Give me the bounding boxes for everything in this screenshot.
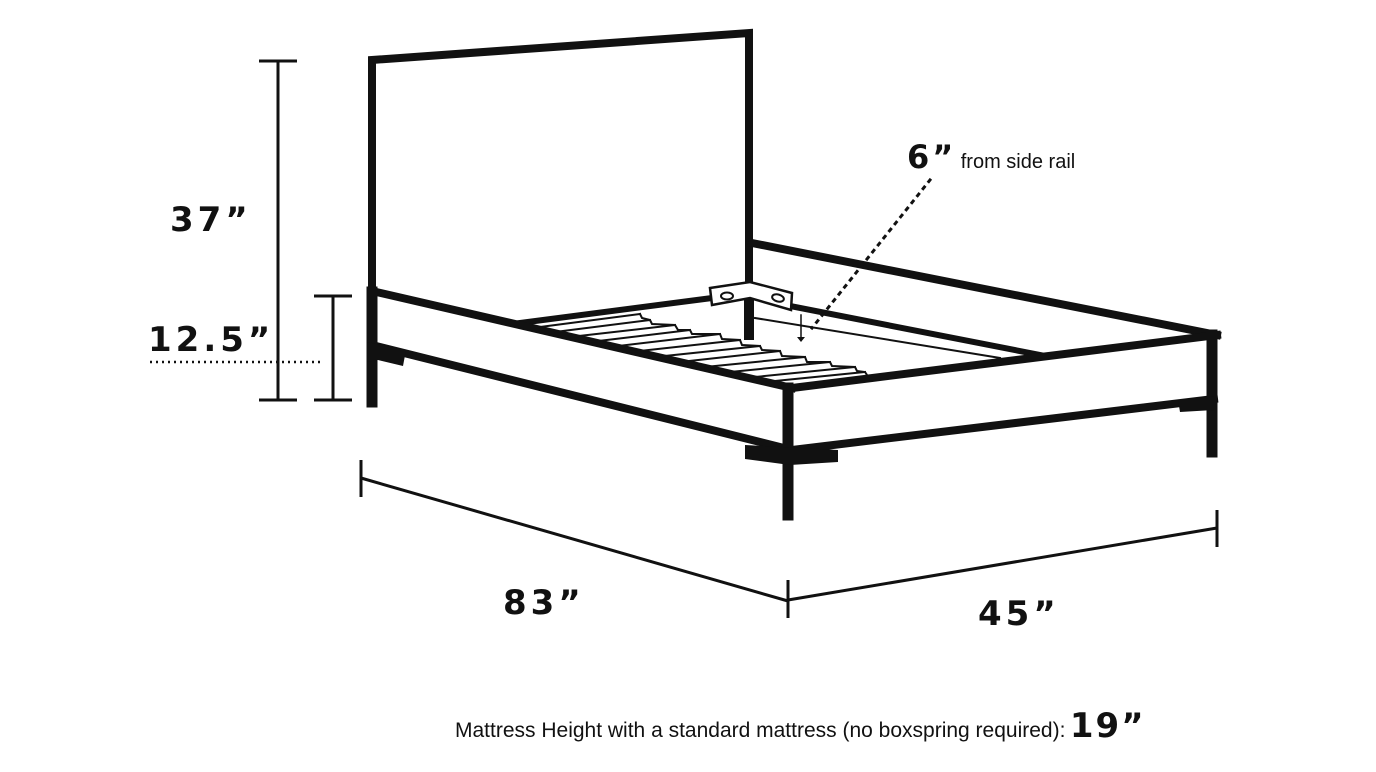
far-side-rail (747, 238, 1222, 340)
bracket-offset-label: from side rail (960, 151, 1076, 173)
bracket-offset-value: 6” (907, 138, 957, 176)
headboard (368, 28, 753, 339)
width-label: 45” (978, 594, 1060, 634)
foot-rail-bottom (787, 394, 1219, 455)
feet (367, 342, 1214, 465)
bracket-leader (809, 177, 933, 331)
near-side-rail-top (367, 286, 797, 393)
mattress-height-value: 19” (1069, 706, 1146, 746)
mattress-height-label: Mattress Height with a standard mattress… (455, 719, 1066, 742)
dimension-line-37 (259, 59, 297, 402)
mattress-height-note: Mattress Height with a standard mattress… (455, 706, 1146, 746)
bracket-offset-annotation: 6” from side rail (907, 138, 1075, 176)
rail-height-label: 12.5” (148, 320, 275, 360)
slats (538, 312, 869, 383)
headboard-height-label: 37” (170, 200, 252, 240)
length-label: 83” (503, 583, 585, 623)
dimension-line-12-5 (314, 294, 352, 402)
bracket (708, 280, 794, 312)
near-side-rail-bottom (367, 340, 797, 455)
dimension-line-45 (787, 510, 1219, 602)
foot-rail-top (787, 330, 1222, 393)
